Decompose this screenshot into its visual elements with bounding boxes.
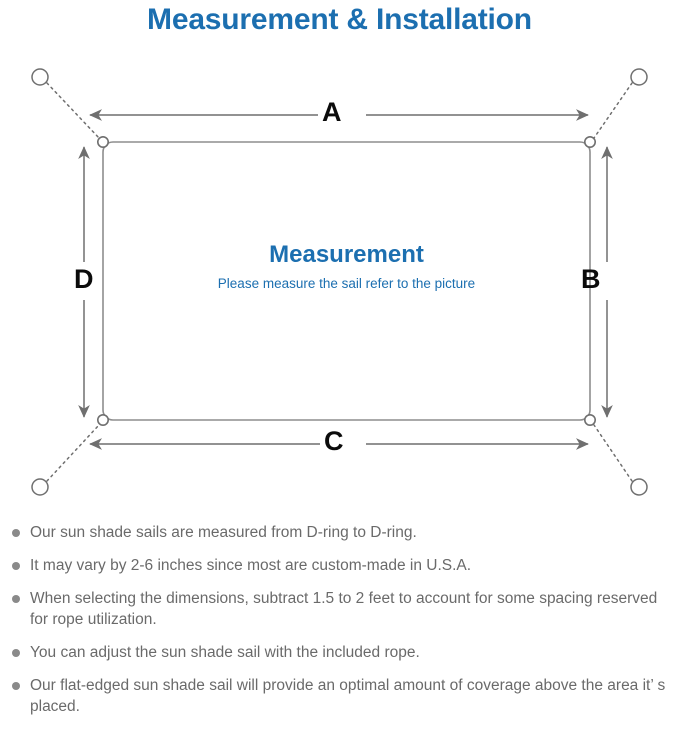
dimension-label-d: D — [74, 264, 94, 294]
list-item: It may vary by 2-6 inches since most are… — [0, 555, 679, 576]
bullet-dot-icon — [12, 682, 20, 690]
sail-body — [102, 141, 591, 421]
list-item-text: Our flat-edged sun shade sail will provi… — [30, 677, 666, 715]
anchor-point-top-left — [31, 68, 49, 86]
bullet-dot-icon — [12, 649, 20, 657]
list-item-text: Our sun shade sails are measured from D-… — [30, 524, 417, 541]
anchor-point-bottom-right — [630, 478, 648, 496]
list-item: You can adjust the sun shade sail with t… — [0, 642, 679, 663]
d-ring-top-left — [97, 136, 110, 149]
bullet-dot-icon — [12, 529, 20, 537]
dimension-label-a: A — [322, 97, 342, 127]
sail-measurement-diagram — [0, 50, 679, 510]
bullet-dot-icon — [12, 595, 20, 603]
list-item-text: You can adjust the sun shade sail with t… — [30, 644, 420, 661]
list-item-text: When selecting the dimensions, subtract … — [30, 590, 658, 628]
d-ring-top-right — [583, 136, 596, 149]
bullet-dot-icon — [12, 562, 20, 570]
rope-top-left — [46, 82, 100, 139]
anchor-point-bottom-left — [31, 478, 49, 496]
dimension-label-b: B — [581, 264, 601, 294]
list-item: Our flat-edged sun shade sail will provi… — [0, 675, 679, 717]
d-ring-bottom-right — [583, 413, 596, 426]
list-item-text: It may vary by 2-6 inches since most are… — [30, 557, 472, 574]
rope-top-right — [593, 82, 633, 139]
rope-bottom-right — [593, 424, 633, 482]
list-item: Our sun shade sails are measured from D-… — [0, 522, 679, 543]
notes-list: Our sun shade sails are measured from D-… — [0, 522, 679, 717]
anchor-point-top-right — [630, 68, 648, 86]
dimension-label-c: C — [324, 426, 344, 456]
list-item: When selecting the dimensions, subtract … — [0, 588, 679, 630]
page-title: Measurement & Installation — [147, 3, 532, 36]
rope-bottom-left — [46, 424, 100, 482]
d-ring-bottom-left — [97, 413, 110, 426]
